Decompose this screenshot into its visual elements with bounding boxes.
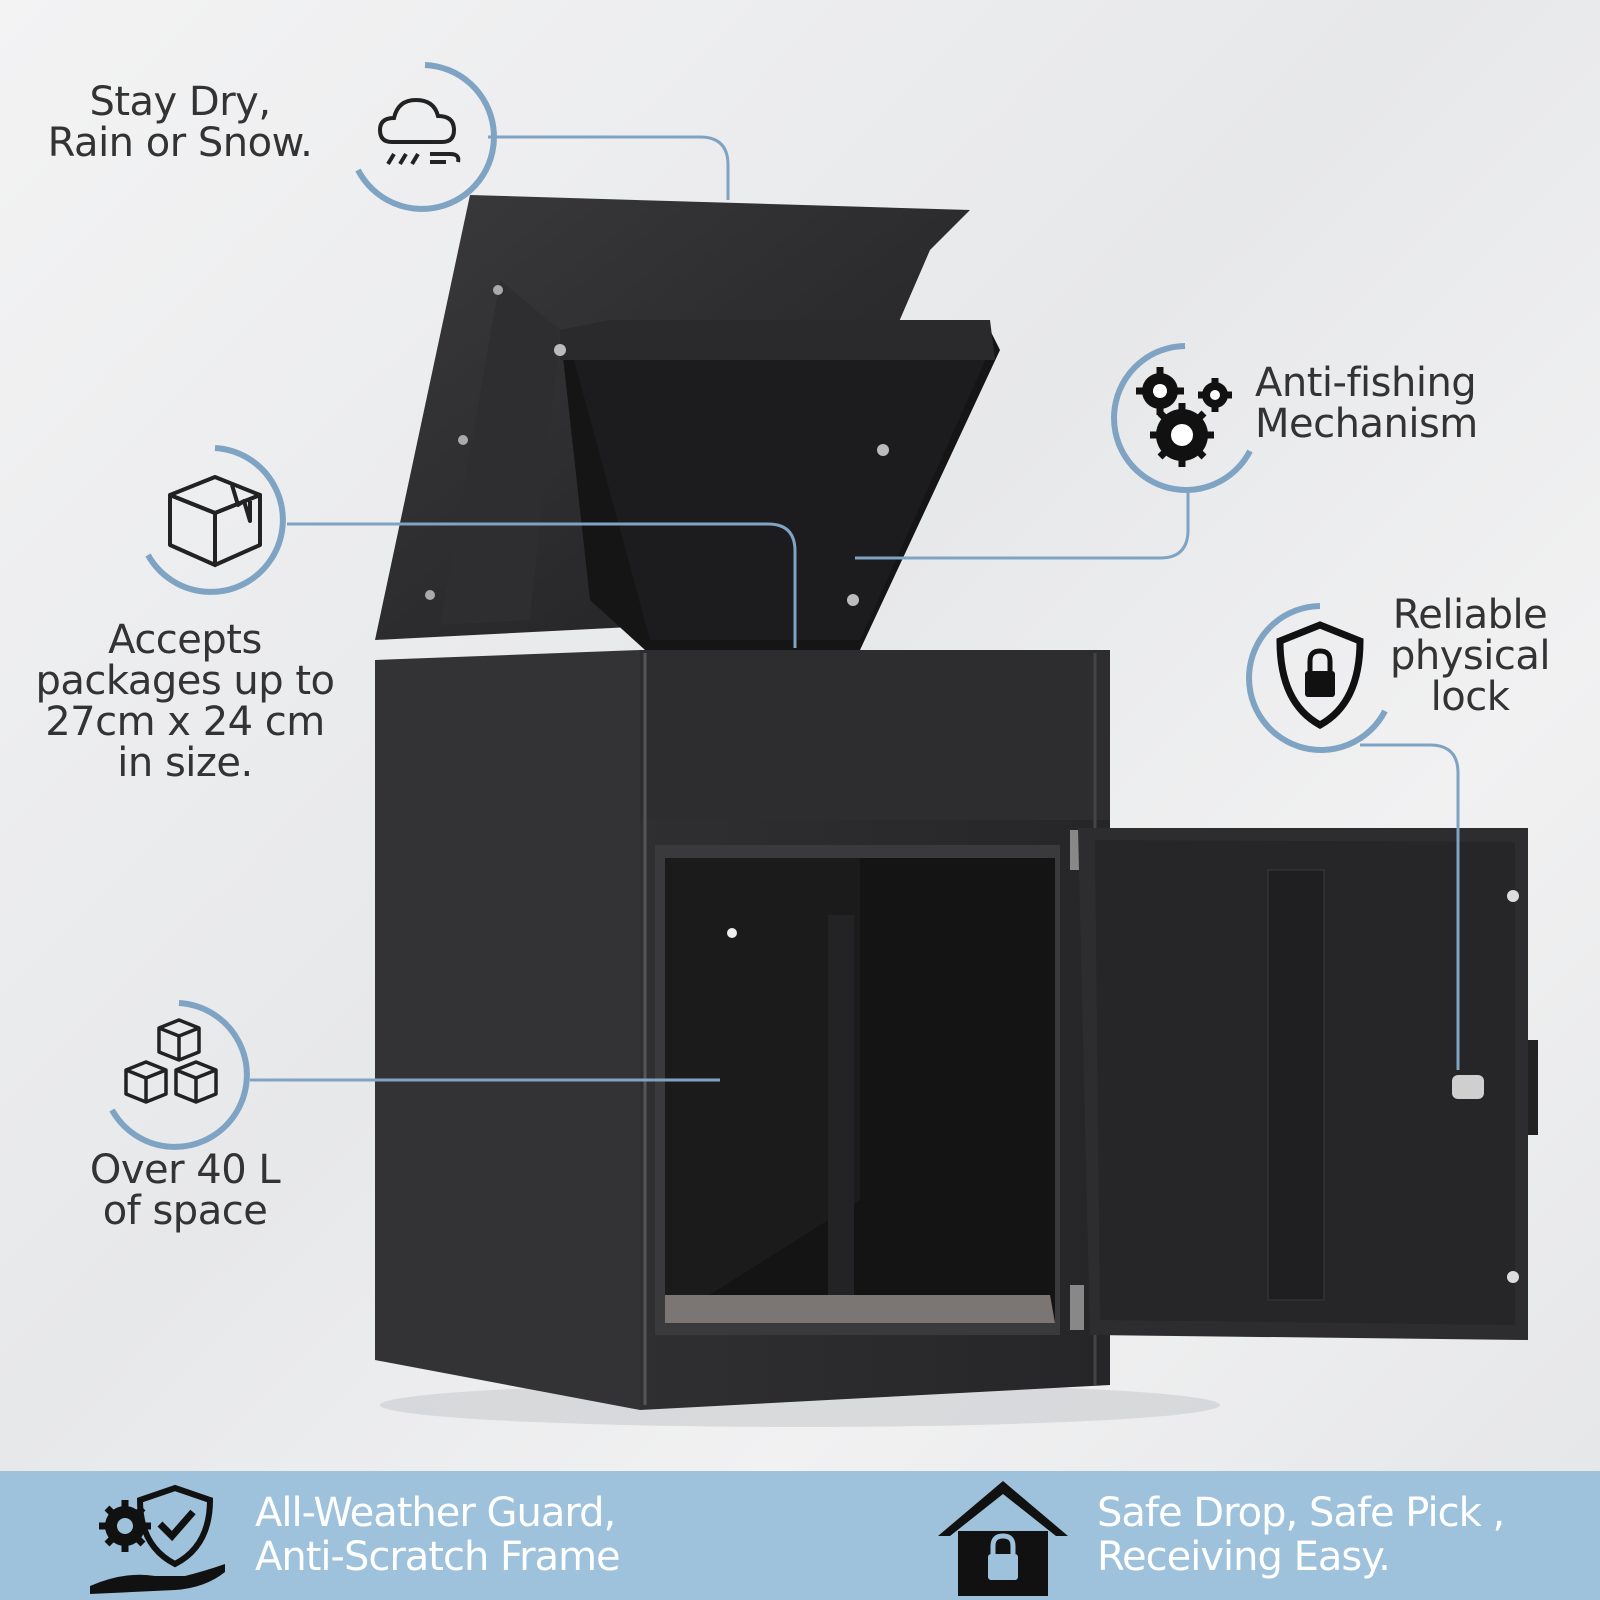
gears-icon	[1136, 367, 1232, 467]
gear-shield-hand-icon	[90, 1484, 225, 1594]
house-lock-icon	[938, 1481, 1068, 1596]
package-icon-circle	[145, 445, 286, 595]
bottom-bar: All-Weather Guard, Anti-Scratch Frame Sa…	[0, 1471, 1600, 1600]
parcel-box-illustration	[375, 195, 1538, 1427]
boxes-icon-circle	[109, 1000, 250, 1150]
space-line2: of space	[102, 1188, 268, 1234]
package-icon	[168, 475, 262, 567]
stay-dry-text: Stay Dry, Rain or Snow.	[35, 82, 325, 164]
bottom-right-text: Safe Drop, Safe Pick , Receiving Easy.	[1097, 1490, 1505, 1580]
space-text: Over 40 L of space	[60, 1150, 310, 1232]
bottom-left-line2: Anti-Scratch Frame	[255, 1534, 621, 1580]
stay-dry-line2: Rain or Snow.	[47, 120, 313, 166]
bottom-right-line1: Safe Drop, Safe Pick ,	[1097, 1490, 1505, 1536]
weather-icon-circle	[355, 62, 497, 212]
boxes-icon	[124, 1018, 218, 1104]
accepts-line1: Accepts	[108, 617, 262, 663]
stay-dry-line1: Stay Dry,	[89, 79, 271, 125]
gears-icon-circle	[1111, 343, 1253, 493]
accepts-line2: packages up to	[35, 658, 335, 704]
anti-fishing-line2: Mechanism	[1255, 401, 1478, 447]
lock-line1: Reliable	[1392, 592, 1548, 638]
accepts-line3: 27cm x 24 cm	[45, 699, 325, 745]
accepts-line4: in size.	[117, 740, 253, 786]
lock-line2: physical	[1390, 633, 1550, 679]
lock-text: Reliable physical lock	[1365, 595, 1575, 718]
shield-lock-icon	[1276, 621, 1364, 729]
anti-fishing-text: Anti-fishing Mechanism	[1255, 363, 1525, 445]
bottom-left-text: All-Weather Guard, Anti-Scratch Frame	[255, 1490, 621, 1580]
bottom-right-line2: Receiving Easy.	[1097, 1534, 1391, 1580]
lock-line3: lock	[1430, 674, 1510, 720]
accepts-text: Accepts packages up to 27cm x 24 cm in s…	[20, 620, 350, 784]
weather-icon	[377, 97, 461, 166]
callout-lines	[250, 135, 1460, 1082]
anti-fishing-line1: Anti-fishing	[1255, 360, 1477, 406]
space-line1: Over 40 L	[89, 1147, 281, 1193]
bottom-left-line1: All-Weather Guard,	[255, 1490, 616, 1536]
shield-lock-icon-circle	[1246, 603, 1388, 753]
